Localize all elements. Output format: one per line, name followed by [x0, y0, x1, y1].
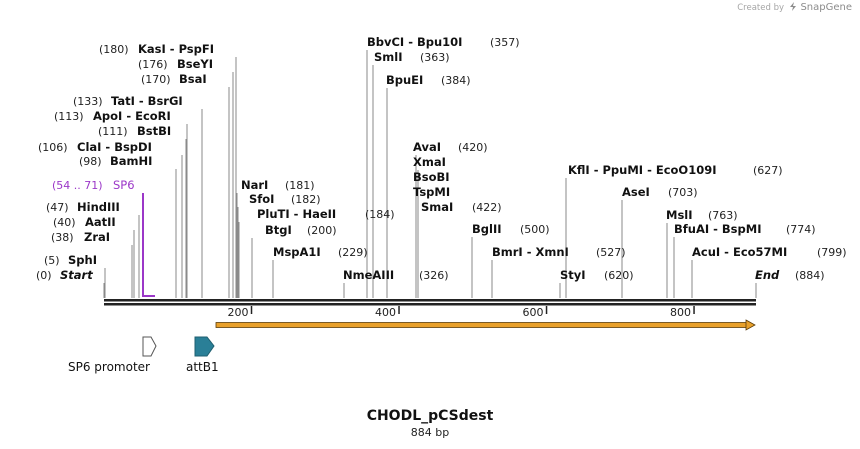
enzyme-name-btgi: BtgI [265, 223, 292, 237]
enzyme-name-zrai: ZraI [84, 230, 110, 244]
attb1-glyph [194, 336, 215, 357]
enzyme-position-btgi: (200) [307, 224, 337, 237]
enzyme-name-apoi-ecori: ApoI - EcoRI [93, 109, 171, 123]
enzyme-position-bamhi: (98) [79, 155, 102, 168]
enzyme-position-pluti-haeii: (184) [365, 208, 395, 221]
enzyme-position-aatii: (40) [53, 216, 76, 229]
primer-sp6: (54 .. 71) SP6 [52, 178, 155, 297]
enzyme-position-kasi-pspfi: (180) [99, 43, 129, 56]
enzyme-name-mspa1i: MspA1I [273, 245, 321, 259]
enzyme-name-smli: SmlI [374, 50, 403, 64]
enzyme-name-sphi: SphI [68, 253, 97, 267]
enzyme-name-start: Start [60, 268, 93, 282]
enzyme-position-smai: (422) [472, 201, 502, 214]
sequence-name: CHODL_pCSdest [366, 408, 494, 424]
enzyme-leader-lines [103, 50, 757, 298]
enzyme-name-sfoi: SfoI [249, 192, 274, 206]
enzyme-position-bstbi: (111) [98, 125, 128, 138]
branding-name: SnapGene [800, 2, 852, 13]
orf-arrowhead [745, 319, 756, 331]
enzyme-name-end: End [755, 268, 780, 282]
enzyme-name-bstbi: BstBI [137, 124, 171, 138]
enzyme-position-mspa1i: (229) [338, 246, 368, 259]
enzyme-position-msli: (763) [708, 209, 738, 222]
enzyme-position-kfli-ppumi-ecoo109i: (627) [753, 164, 783, 177]
ruler-label-400: 400 [375, 306, 396, 319]
enzyme-position-avai: (420) [458, 141, 488, 154]
enzyme-name-xmai: XmaI [413, 155, 446, 169]
enzyme-position-bmri-xmni: (527) [596, 246, 626, 259]
enzyme-name-kasi-pspfi: KasI - PspFI [138, 42, 214, 56]
enzyme-position-bfuai-bspmi: (774) [786, 223, 816, 236]
enzyme-position-apoi-ecori: (113) [54, 110, 84, 123]
enzyme-position-start: (0) [36, 269, 52, 282]
enzyme-labels: (0) Start(5) SphI (38) ZraI (40) AatII (47) Hind… [36, 35, 847, 282]
enzyme-name-tati-bsrgi: TatI - BsrGI [111, 94, 183, 108]
enzyme-name-smai: SmaI [421, 200, 453, 214]
enzyme-name-bfuai-bspmi: BfuAI - BspMI [674, 222, 761, 236]
enzyme-name-bseyi: BseYI [177, 57, 213, 71]
enzyme-name-avai: AvaI [413, 140, 441, 154]
enzyme-name-aatii: AatII [85, 215, 116, 229]
branding-prefix: Created by [737, 3, 785, 13]
enzyme-name-msli: MslI [666, 208, 693, 222]
enzyme-position-tati-bsrgi: (133) [73, 95, 103, 108]
enzyme-name-bbvci-bpu10i: BbvCI - Bpu10I [367, 35, 462, 49]
ruler-label-600: 600 [523, 306, 544, 319]
enzyme-name-bglii: BglII [472, 222, 502, 236]
enzyme-name-bsai: BsaI [179, 72, 207, 86]
primer-name: SP6 [113, 178, 135, 192]
enzyme-position-bseyi: (176) [138, 58, 168, 71]
backbone-top-strand [104, 299, 756, 302]
enzyme-name-hindiii: HindIII [77, 200, 120, 214]
sequence-length: 884 bp [410, 426, 450, 439]
enzyme-position-end: (884) [795, 269, 825, 282]
enzyme-position-sphi: (5) [44, 254, 60, 267]
enzyme-name-nari: NarI [241, 178, 268, 192]
enzyme-name-nmeaiii: NmeAIII [343, 268, 394, 282]
enzyme-name-acui-eco57mi: AcuI - Eco57MI [692, 245, 787, 259]
enzyme-name-tspmi: TspMI [413, 185, 450, 199]
enzyme-position-hindiii: (47) [46, 201, 69, 214]
enzyme-name-kfli-ppumi-ecoo109i: KflI - PpuMI - EcoO109I [568, 163, 716, 177]
backbone-bottom-strand [104, 303, 756, 306]
enzyme-position-asei: (703) [668, 186, 698, 199]
primer-range: (54 .. 71) [52, 179, 103, 192]
primer-arrow [142, 193, 155, 297]
ruler-label-800: 800 [670, 306, 691, 319]
position-ruler: 200 400 600 800 [228, 306, 695, 319]
enzyme-position-bglii: (500) [520, 223, 550, 236]
feature-glyphs [142, 336, 215, 357]
enzyme-position-styi: (620) [604, 269, 634, 282]
sequence-backbone [104, 299, 756, 306]
enzyme-position-nmeaiii: (326) [419, 269, 449, 282]
enzyme-name-bmri-xmni: BmrI - XmnI [492, 245, 569, 259]
enzyme-name-styi: StyI [560, 268, 586, 282]
enzyme-name-asei: AseI [622, 185, 650, 199]
enzyme-position-bpuei: (384) [441, 74, 471, 87]
feature-label-sp6-promoter: SP6 promoter [68, 360, 150, 374]
enzyme-position-smli: (363) [420, 51, 450, 64]
enzyme-position-nari: (181) [285, 179, 315, 192]
orf-arrow [215, 319, 756, 331]
enzyme-position-clai-bspdi: (106) [38, 141, 68, 154]
enzyme-position-acui-eco57mi: (799) [817, 246, 847, 259]
enzyme-name-bamhi: BamHI [110, 154, 152, 168]
enzyme-name-bsobi: BsoBI [413, 170, 450, 184]
enzyme-position-bsai: (170) [141, 73, 171, 86]
feature-label-attb1: attB1 [186, 360, 219, 374]
enzyme-name-bpuei: BpuEI [386, 73, 423, 87]
ruler-label-200: 200 [228, 306, 249, 319]
orf-body [215, 322, 748, 328]
enzyme-position-zrai: (38) [51, 231, 74, 244]
sp6-promoter-glyph [142, 336, 157, 357]
snapgene-logo-icon [789, 2, 796, 11]
enzyme-name-pluti-haeii: PluTI - HaeII [257, 207, 336, 221]
enzyme-name-clai-bspdi: ClaI - BspDI [77, 140, 152, 154]
enzyme-position-bbvci-bpu10i: (357) [490, 36, 520, 49]
enzyme-position-sfoi: (182) [291, 193, 321, 206]
snapgene-branding: Created by SnapGene [737, 2, 852, 13]
